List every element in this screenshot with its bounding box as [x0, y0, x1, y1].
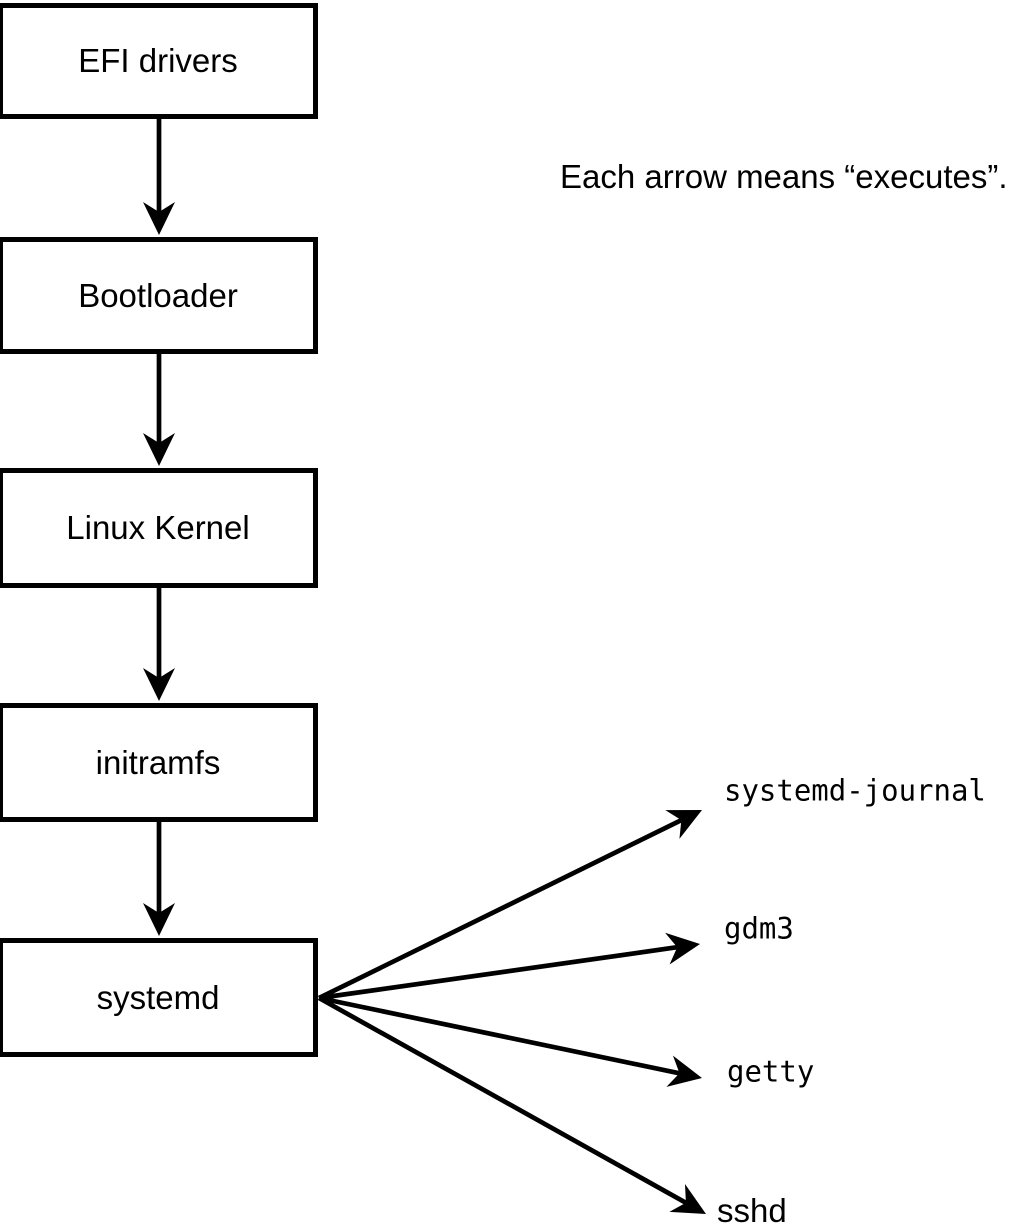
executes-arrow-systemd-to-getty — [318, 995, 680, 1076]
node-efi-drivers: EFI drivers — [0, 3, 318, 119]
node-systemd-label: systemd — [96, 978, 220, 1016]
arrowhead-icon — [143, 668, 175, 701]
process-label-systemd-journal: systemd-journal — [724, 773, 986, 808]
process-label-getty: getty — [727, 1054, 815, 1089]
legend-note: Each arrow means “executes”. — [560, 158, 1008, 195]
executes-arrow-systemd-to-systemd-journal — [317, 818, 683, 1001]
arrowhead-icon — [665, 810, 702, 839]
node-linux-kernel: Linux Kernel — [0, 468, 318, 588]
node-linux-kernel-label: Linux Kernel — [66, 509, 250, 546]
node-initramfs-label: initramfs — [95, 743, 221, 781]
executes-arrow-systemd-to-gdm3 — [318, 944, 678, 1001]
arrowhead-icon — [666, 1055, 702, 1087]
arrowhead-icon — [669, 1183, 706, 1214]
arrowhead-icon — [143, 433, 175, 466]
process-label-gdm3: gdm3 — [724, 911, 794, 946]
node-bootloader: Bootloader — [0, 237, 318, 354]
process-label-sshd: sshd — [717, 1192, 787, 1230]
arrowhead-icon — [143, 202, 175, 235]
node-bootloader-label: Bootloader — [78, 276, 238, 314]
node-efi-drivers-label: EFI drivers — [78, 42, 238, 79]
executes-arrow-systemd-to-sshd — [317, 995, 688, 1205]
arrowhead-icon — [143, 903, 175, 936]
arrowhead-icon — [665, 932, 700, 965]
node-initramfs: initramfs — [0, 703, 318, 822]
node-systemd: systemd — [0, 938, 318, 1057]
